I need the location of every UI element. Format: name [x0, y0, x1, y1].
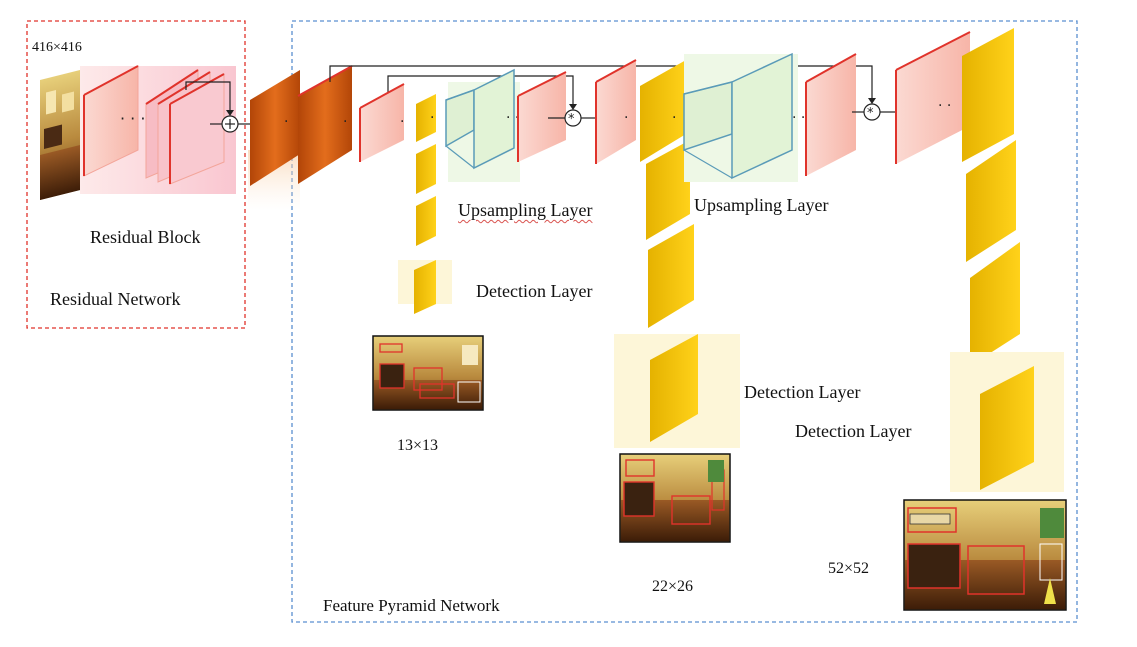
input-size-label: 416×416: [32, 40, 82, 55]
long-skip-line: [329, 65, 873, 102]
svg-text:·: ·: [343, 114, 347, 130]
svg-text:· ·: · ·: [938, 98, 951, 114]
residual-block-label: Residual Block: [90, 227, 201, 247]
detection-image-26: [619, 453, 731, 543]
mult-symbol-1: *: [568, 112, 575, 127]
upsampling-block-1: [445, 68, 515, 170]
svg-text:·: ·: [672, 110, 676, 126]
conv-plate-c: [596, 60, 636, 164]
conv-plate-d: [806, 54, 856, 176]
residual-network-box: [26, 20, 246, 329]
dark-conv-block-2: [298, 66, 352, 184]
detection-layer-label-1: Detection Layer: [476, 281, 593, 301]
mult-symbol-2: *: [867, 106, 874, 121]
conv-plate-a: [360, 84, 404, 162]
ellipsis-1: · · ·: [120, 109, 145, 128]
feature-pyramid-network-label: Feature Pyramid Network: [323, 596, 500, 615]
residual-block-plates: [83, 65, 225, 185]
scale-label-26: 22×26: [652, 578, 694, 595]
yellow-column-2: [614, 60, 740, 448]
svg-text:·: ·: [624, 110, 628, 126]
scale-label-52: 52×52: [828, 560, 870, 577]
conv-plate-b: [518, 72, 566, 162]
fpn-box: [291, 20, 1078, 623]
detection-layer-label-2: Detection Layer: [744, 382, 861, 402]
detection-layer-label-3: Detection Layer: [795, 421, 912, 441]
svg-text:· ·: · ·: [792, 110, 805, 126]
upsampling-layer-label-1: Upsampling Layer: [458, 200, 593, 220]
dark-conv-block-1: [250, 70, 300, 186]
input-image: [40, 70, 80, 201]
detection-image-52: [903, 499, 1067, 611]
svg-text:·: ·: [400, 114, 404, 130]
yellow-column-3: [950, 28, 1064, 492]
yellow-column-1: [398, 94, 452, 314]
residual-network-label: Residual Network: [50, 289, 181, 309]
detection-image-13: [372, 335, 484, 411]
upsampling-layer-label-2: Upsampling Layer: [694, 195, 829, 215]
svg-text:·: ·: [284, 114, 288, 130]
scale-label-13: 13×13: [397, 437, 439, 454]
short-skip-line: [387, 75, 574, 108]
residual-skip-line: [185, 81, 231, 114]
upsampling-block-2: [683, 52, 793, 180]
svg-text:· ·: · ·: [506, 110, 519, 126]
conv-plate-e: [896, 32, 970, 164]
svg-text:·: ·: [430, 110, 434, 126]
